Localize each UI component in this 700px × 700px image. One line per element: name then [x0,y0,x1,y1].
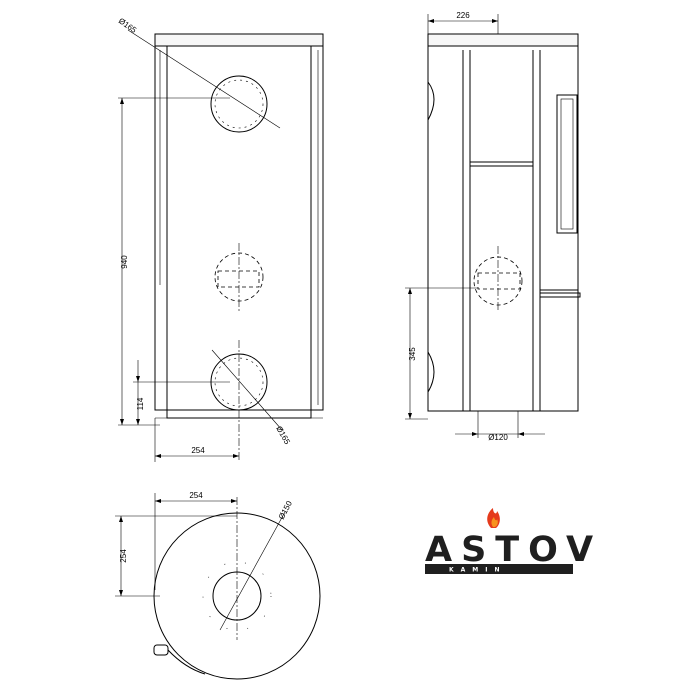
front-top-hole-bolts [214,79,264,129]
front-view: Ø165 Ø165 940 114 254 [117,16,324,462]
side-top-plate [427,33,579,47]
side-bulge-top [427,81,435,121]
front-width-dim: 254 [191,446,205,455]
side-door-window [556,94,578,234]
base-width-dim: 254 [189,491,203,500]
front-bottom-height-dim: 114 [136,397,145,410]
logo-sub: KAMIN [449,567,507,574]
astov-logo: ASTOV KAMIN [425,508,602,574]
front-114-arrows [136,376,140,425]
base-bolt-circle [202,561,272,631]
side-door-handle [540,292,581,298]
side-bulge-bottom [427,351,435,393]
front-top-hole [210,75,268,133]
base-hole-dim: Ø150 [277,499,294,521]
base-pipe-curve [167,649,206,675]
side-view: 345 226 Ø120 [405,11,581,442]
front-top-hole-dim: Ø165 [117,16,139,35]
side-body [427,45,579,412]
side-height-dim: 345 [408,347,417,361]
side-depth-dim: 226 [456,11,470,20]
side-air-dim: Ø120 [488,433,508,442]
front-height-dim: 940 [120,255,129,269]
side-door-glass [560,98,574,230]
base-pipe [153,644,169,656]
side-hidden-air-box [477,272,521,290]
base-view: Ø150 254 254 [115,491,321,680]
logo-sub-bar [425,564,573,574]
front-top-plate [154,33,324,47]
flame-inner-icon [491,517,498,527]
front-bottom-hole-leader [211,349,283,431]
logo-brand: ASTOV [425,530,602,570]
front-bottom-hole-dim: Ø165 [274,425,292,447]
front-top-hole-leader [127,29,281,129]
base-hole-leader [219,511,286,631]
base-depth-dim: 254 [119,549,128,563]
front-middle-hidden-box [217,270,260,288]
